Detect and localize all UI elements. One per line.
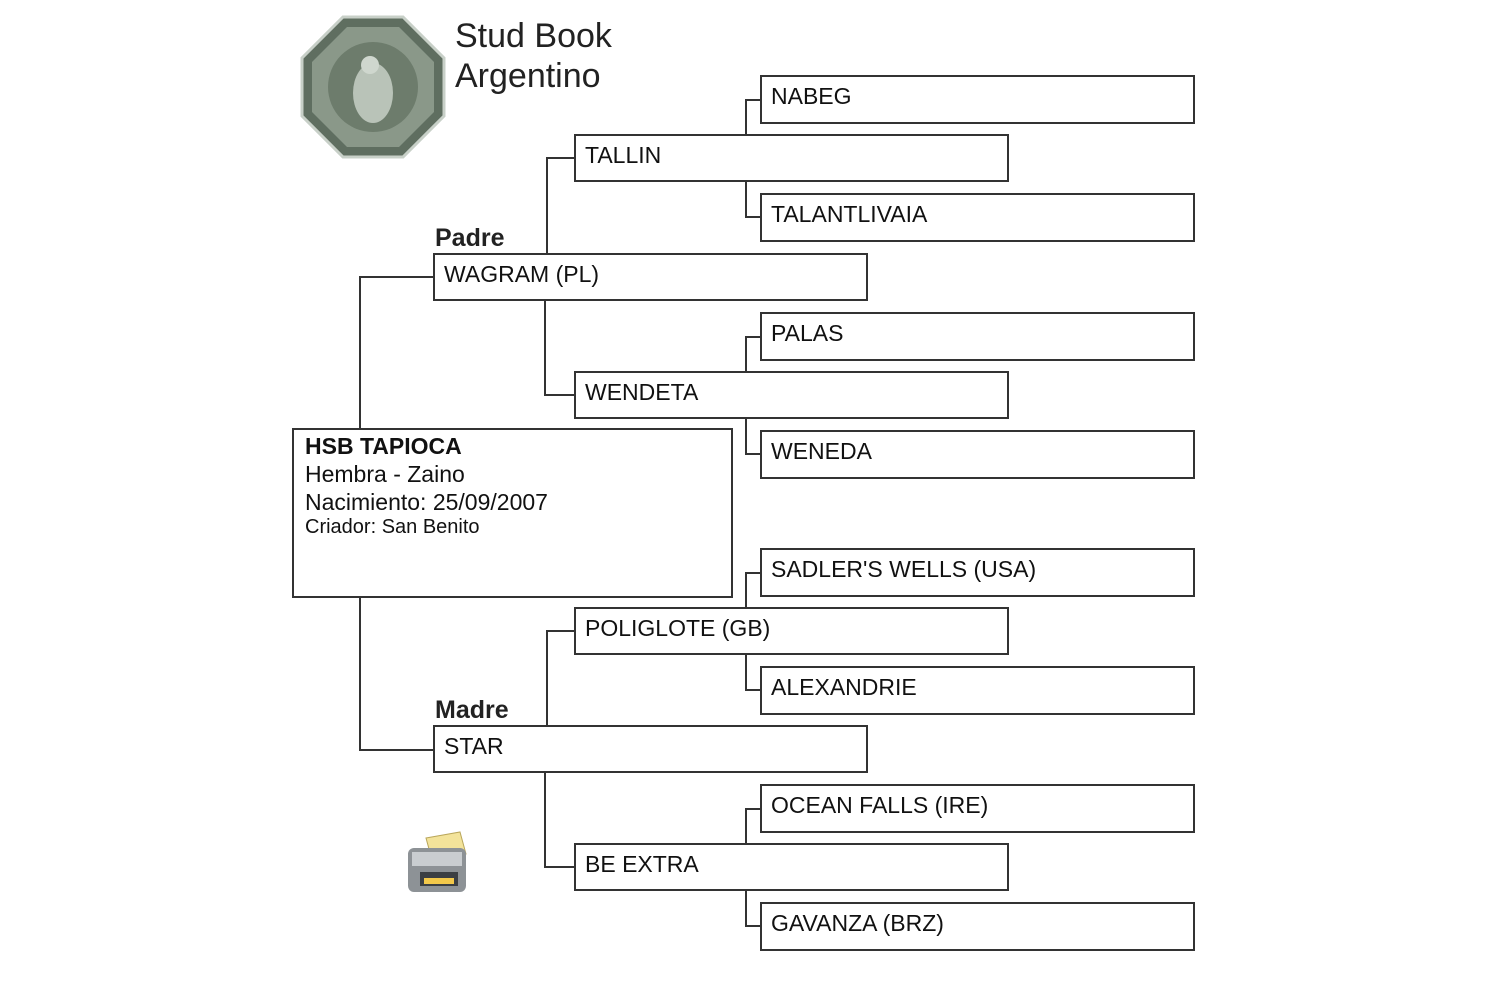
dam-label: Madre <box>435 696 509 724</box>
dam-sire-box[interactable]: POLIGLOTE (GB) <box>574 607 1009 655</box>
site-title: Stud Book Argentino <box>455 17 612 95</box>
subject-horse-box: HSB TAPIOCA Hembra - Zaino Nacimiento: 2… <box>292 428 733 598</box>
ancestor-box[interactable]: OCEAN FALLS (IRE) <box>760 784 1195 833</box>
sire-box[interactable]: WAGRAM (PL) <box>433 253 868 301</box>
ancestor-box[interactable]: ALEXANDRIE <box>760 666 1195 715</box>
subject-name: HSB TAPIOCA <box>305 433 462 459</box>
ancestor-box[interactable]: WENEDA <box>760 430 1195 479</box>
ancestor-box[interactable]: GAVANZA (BRZ) <box>760 902 1195 951</box>
ancestor-box[interactable]: NABEG <box>760 75 1195 124</box>
printer-icon[interactable] <box>404 830 470 898</box>
subject-breeder: Criador: San Benito <box>305 516 480 538</box>
dam-dam-box[interactable]: BE EXTRA <box>574 843 1009 891</box>
sire-label: Padre <box>435 224 505 252</box>
ancestor-box[interactable]: PALAS <box>760 312 1195 361</box>
dam-box[interactable]: STAR <box>433 725 868 773</box>
sire-dam-box[interactable]: WENDETA <box>574 371 1009 419</box>
subject-sex-coat: Hembra - Zaino <box>305 461 465 487</box>
subject-birth: Nacimiento: 25/09/2007 <box>305 489 548 515</box>
sire-sire-box[interactable]: TALLIN <box>574 134 1009 182</box>
ancestor-box[interactable]: TALANTLIVAIA <box>760 193 1195 242</box>
stud-book-logo <box>300 15 446 159</box>
ancestor-box[interactable]: SADLER'S WELLS (USA) <box>760 548 1195 597</box>
